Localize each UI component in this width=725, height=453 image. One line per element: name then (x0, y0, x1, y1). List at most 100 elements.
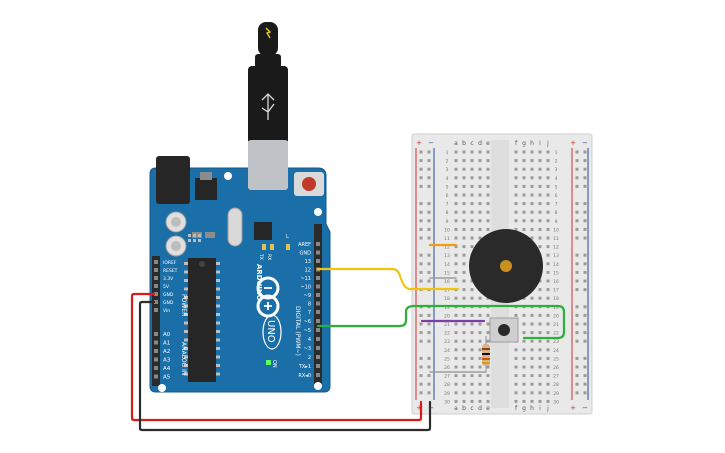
breadboard-hole[interactable] (538, 227, 542, 231)
wire-pin6[interactable] (316, 304, 566, 340)
breadboard-hole[interactable] (486, 339, 490, 343)
rail-hole[interactable] (419, 262, 423, 266)
rail-hole[interactable] (427, 236, 431, 240)
breadboard-hole[interactable] (454, 356, 458, 360)
breadboard-hole[interactable] (462, 322, 466, 326)
breadboard-hole[interactable] (530, 374, 534, 378)
breadboard-hole[interactable] (530, 391, 534, 395)
rail-hole[interactable] (575, 202, 579, 206)
breadboard-hole[interactable] (546, 253, 550, 257)
breadboard-hole[interactable] (454, 391, 458, 395)
breadboard-hole[interactable] (538, 210, 542, 214)
breadboard-hole[interactable] (522, 331, 526, 335)
breadboard-hole[interactable] (530, 348, 534, 352)
breadboard-hole[interactable] (478, 150, 482, 154)
breadboard-hole[interactable] (530, 356, 534, 360)
header-hole[interactable] (154, 357, 158, 362)
breadboard-hole[interactable] (470, 150, 474, 154)
rail-hole[interactable] (419, 374, 423, 378)
header-hole[interactable] (316, 259, 320, 263)
breadboard-hole[interactable] (462, 399, 466, 403)
rail-hole[interactable] (419, 331, 423, 335)
breadboard-hole[interactable] (522, 391, 526, 395)
breadboard-hole[interactable] (462, 313, 466, 317)
breadboard-hole[interactable] (454, 202, 458, 206)
breadboard-hole[interactable] (530, 227, 534, 231)
breadboard-hole[interactable] (478, 296, 482, 300)
breadboard-hole[interactable] (538, 236, 542, 240)
breadboard-hole[interactable] (470, 331, 474, 335)
breadboard-hole[interactable] (462, 167, 466, 171)
breadboard-hole[interactable] (546, 399, 550, 403)
header-hole[interactable] (154, 340, 158, 345)
breadboard-hole[interactable] (530, 176, 534, 180)
breadboard-hole[interactable] (522, 219, 526, 223)
breadboard-hole[interactable] (538, 202, 542, 206)
breadboard-hole[interactable] (478, 167, 482, 171)
rail-hole[interactable] (575, 313, 579, 317)
rail-hole[interactable] (575, 159, 579, 163)
breadboard-hole[interactable] (530, 296, 534, 300)
rail-hole[interactable] (575, 322, 579, 326)
breadboard-hole[interactable] (546, 202, 550, 206)
breadboard-hole[interactable] (538, 374, 542, 378)
breadboard-hole[interactable] (454, 339, 458, 343)
header-hole[interactable] (316, 364, 320, 368)
breadboard-hole[interactable] (462, 348, 466, 352)
breadboard-hole[interactable] (470, 399, 474, 403)
breadboard-hole[interactable] (522, 176, 526, 180)
breadboard-hole[interactable] (538, 382, 542, 386)
breadboard-hole[interactable] (478, 382, 482, 386)
breadboard-hole[interactable] (522, 202, 526, 206)
rail-hole[interactable] (583, 339, 587, 343)
header-hole[interactable] (154, 374, 158, 379)
rail-hole[interactable] (427, 253, 431, 257)
rail-hole[interactable] (419, 253, 423, 257)
pushbutton[interactable] (498, 324, 510, 336)
breadboard-hole[interactable] (478, 374, 482, 378)
rail-hole[interactable] (427, 270, 431, 274)
rail-hole[interactable] (419, 210, 423, 214)
breadboard-hole[interactable] (462, 253, 466, 257)
breadboard-hole[interactable] (478, 348, 482, 352)
rail-hole[interactable] (419, 219, 423, 223)
breadboard-hole[interactable] (470, 356, 474, 360)
breadboard-hole[interactable] (546, 150, 550, 154)
breadboard-hole[interactable] (486, 365, 490, 369)
breadboard-hole[interactable] (486, 184, 490, 188)
rail-hole[interactable] (427, 279, 431, 283)
breadboard-hole[interactable] (522, 313, 526, 317)
breadboard-hole[interactable] (546, 356, 550, 360)
rail-hole[interactable] (427, 356, 431, 360)
rail-hole[interactable] (575, 227, 579, 231)
breadboard-hole[interactable] (478, 159, 482, 163)
breadboard-hole[interactable] (546, 193, 550, 197)
header-hole[interactable] (316, 373, 320, 377)
rail-hole[interactable] (575, 253, 579, 257)
breadboard-hole[interactable] (462, 227, 466, 231)
breadboard-hole[interactable] (514, 356, 518, 360)
breadboard-hole[interactable] (478, 331, 482, 335)
breadboard-hole[interactable] (470, 202, 474, 206)
rail-hole[interactable] (575, 382, 579, 386)
breadboard-hole[interactable] (546, 245, 550, 249)
rail-hole[interactable] (419, 391, 423, 395)
breadboard-hole[interactable] (546, 210, 550, 214)
rail-hole[interactable] (583, 262, 587, 266)
header-hole[interactable] (316, 310, 320, 314)
breadboard-hole[interactable] (454, 253, 458, 257)
breadboard-hole[interactable] (454, 176, 458, 180)
rail-hole[interactable] (583, 184, 587, 188)
rail-hole[interactable] (583, 176, 587, 180)
breadboard-hole[interactable] (470, 245, 474, 249)
breadboard-hole[interactable] (486, 391, 490, 395)
header-hole[interactable] (154, 349, 158, 353)
breadboard-hole[interactable] (538, 313, 542, 317)
breadboard-hole[interactable] (470, 184, 474, 188)
rail-hole[interactable] (427, 374, 431, 378)
breadboard-hole[interactable] (538, 193, 542, 197)
header-hole[interactable] (154, 268, 158, 272)
rail-hole[interactable] (419, 227, 423, 231)
breadboard-hole[interactable] (538, 331, 542, 335)
breadboard-hole[interactable] (522, 210, 526, 214)
